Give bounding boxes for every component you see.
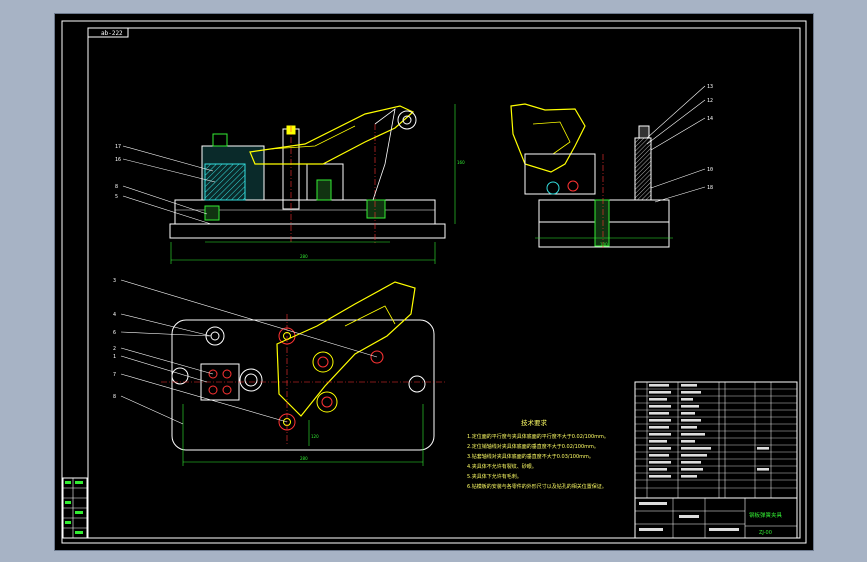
tech-req-line-1: 1.定位面的平行度与夹具体底面的平行度不大于0.02/100mm。 bbox=[467, 433, 609, 440]
drawing-tag: ab-222 bbox=[101, 30, 123, 37]
balloon-plan-4: 4 bbox=[113, 312, 116, 318]
tech-req-line-4: 4.夹具体不允许有裂纹、砂眼。 bbox=[467, 463, 537, 470]
title-part-name: 钢板弹簧夹具 bbox=[749, 511, 783, 519]
tech-req-line-6: 6.钻模板的安装与各零件的外形尺寸以及钻孔的相关位置保证。 bbox=[467, 483, 607, 490]
plan-height-dim: 120 bbox=[311, 434, 319, 439]
technical-requirements: 技术要求 1.定位面的平行度与夹具体底面的平行度不大于0.02/100mm。 2… bbox=[467, 418, 609, 490]
tag-box bbox=[87, 27, 129, 38]
left-stamp-grid bbox=[62, 477, 88, 539]
front-view: 280 160 17 16 8 5 bbox=[115, 104, 465, 264]
balloon-plan-7: 7 bbox=[113, 372, 116, 378]
front-locator-pin bbox=[212, 133, 228, 147]
balloon-side-14: 14 bbox=[707, 116, 713, 122]
plan-view: 280 120 3 4 6 2 1 7 8 bbox=[113, 278, 445, 466]
side-view: 100 13 12 14 10 18 bbox=[510, 84, 713, 250]
cad-drawing: ab-222 280 160 17 16 bbox=[61, 20, 807, 544]
balloon-front-17: 17 bbox=[115, 144, 121, 150]
balloon-side-10: 10 bbox=[707, 167, 713, 173]
front-section-hatch bbox=[204, 163, 246, 201]
plan-base-outline bbox=[171, 319, 435, 451]
tech-req-line-5: 5.夹具体下允许有毛刺。 bbox=[467, 473, 522, 480]
front-base-lower bbox=[169, 223, 446, 239]
side-clamp-column bbox=[634, 137, 652, 201]
inner-frame bbox=[87, 27, 801, 539]
tech-req-line-3: 3.钻套轴线对夹具体底面的垂直度不大于0.03/100mm。 bbox=[467, 453, 594, 460]
balloon-side-13: 13 bbox=[707, 84, 713, 90]
cad-viewport[interactable]: ab-222 280 160 17 16 bbox=[54, 13, 814, 551]
balloon-plan-1: 1 bbox=[113, 354, 116, 360]
front-width-dim: 280 bbox=[300, 254, 308, 259]
balloon-plan-3: 3 bbox=[113, 278, 116, 284]
balloon-plan-6: 6 bbox=[113, 330, 116, 336]
title-block: 钢板弹簧夹具 ZJ-00 bbox=[634, 497, 798, 539]
side-spring-profile bbox=[510, 103, 586, 173]
outer-frame bbox=[61, 20, 807, 544]
balloon-front-16: 16 bbox=[115, 157, 121, 163]
plan-width-dim: 280 bbox=[300, 456, 308, 461]
title-drawing-no: ZJ-00 bbox=[759, 530, 772, 536]
front-eye-bush bbox=[397, 110, 417, 130]
front-spring-arm bbox=[249, 105, 415, 165]
plan-spring-outline bbox=[276, 281, 416, 417]
balloon-plan-2: 2 bbox=[113, 346, 116, 352]
balloon-front-5: 5 bbox=[115, 194, 118, 200]
front-height-dim: 160 bbox=[457, 160, 465, 165]
parts-list bbox=[634, 381, 798, 499]
balloon-front-8: 8 bbox=[115, 184, 118, 190]
balloon-plan-8: 8 bbox=[113, 394, 116, 400]
tech-req-line-2: 2.定位销轴线对夹具体底面的垂直度不大于0.02/100mm。 bbox=[467, 443, 599, 450]
tech-req-title: 技术要求 bbox=[521, 418, 548, 427]
balloon-side-12: 12 bbox=[707, 98, 713, 104]
side-width-dim: 100 bbox=[600, 242, 608, 247]
balloon-side-18: 18 bbox=[707, 185, 713, 191]
